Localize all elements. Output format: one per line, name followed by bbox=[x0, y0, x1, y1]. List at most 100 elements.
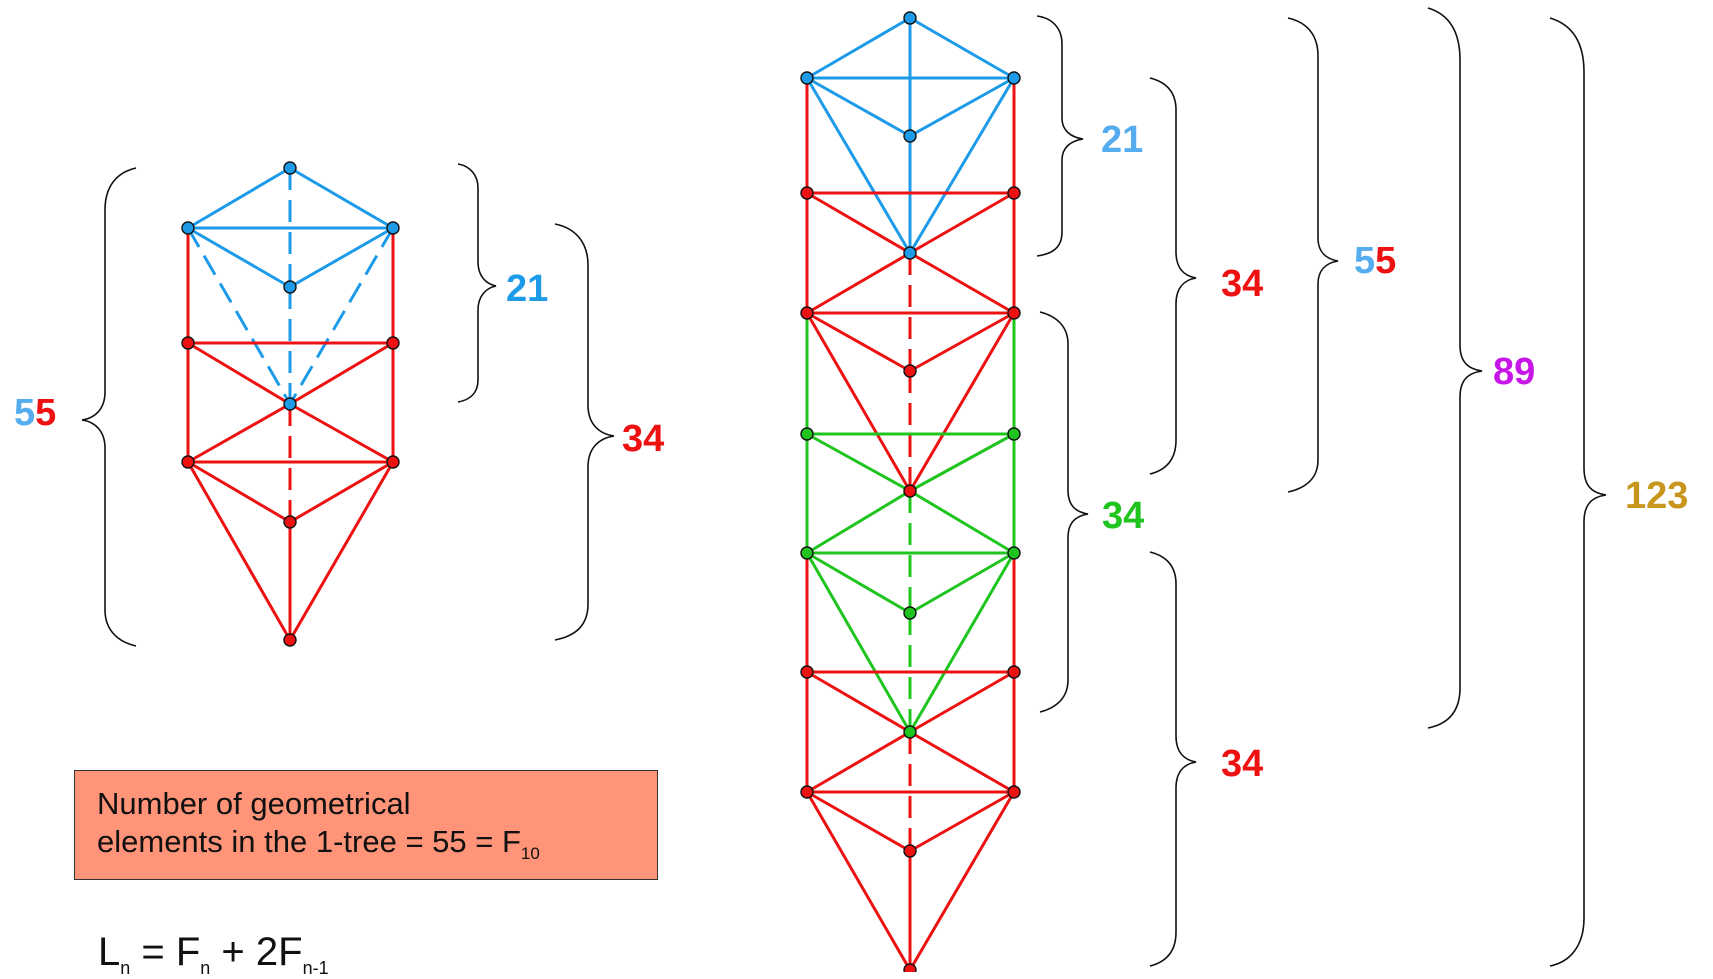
tree-edge bbox=[909, 311, 1015, 373]
tree-edge bbox=[908, 552, 1016, 733]
tree-edge bbox=[289, 166, 394, 230]
braces bbox=[81, 7, 1607, 967]
right-node bbox=[903, 844, 917, 858]
formula-part3: + 2F bbox=[210, 930, 303, 974]
right-node bbox=[800, 71, 814, 85]
tree-edge bbox=[806, 489, 911, 555]
right-node bbox=[1007, 785, 1021, 799]
tree-edge bbox=[806, 16, 911, 80]
left-node bbox=[181, 336, 195, 350]
left-node bbox=[386, 336, 400, 350]
info-box-line1: Number of geometrical bbox=[97, 786, 411, 821]
brace-left-55 bbox=[81, 167, 137, 647]
tree-edge bbox=[806, 311, 911, 373]
brace-right-123 bbox=[1549, 17, 1607, 967]
right-node bbox=[800, 785, 814, 799]
formula: Ln = Fn + 2Fn-1 bbox=[98, 930, 329, 979]
tree-edge bbox=[289, 226, 394, 289]
brace-right-34-upper bbox=[1149, 77, 1197, 475]
tree-edge bbox=[909, 16, 1015, 80]
tree-edge bbox=[806, 670, 911, 734]
tree-edge bbox=[806, 551, 911, 615]
formula-part2: = F bbox=[130, 930, 201, 974]
brace-right-89 bbox=[1427, 7, 1483, 729]
right-node bbox=[1007, 665, 1021, 679]
label-right-34-lower: 34 bbox=[1221, 743, 1263, 785]
right-node bbox=[903, 963, 917, 972]
label-left-55-red-digit: 5 bbox=[35, 392, 56, 434]
brace-right-34-lower bbox=[1149, 551, 1197, 967]
label-right-55: 55 bbox=[1354, 240, 1396, 282]
right-node bbox=[903, 364, 917, 378]
left-node bbox=[283, 515, 297, 529]
left-node bbox=[283, 280, 297, 294]
formula-sub3: n-1 bbox=[302, 958, 329, 978]
formula-part1: L bbox=[98, 930, 121, 974]
brace-right-55 bbox=[1287, 17, 1339, 493]
tree-edge bbox=[908, 312, 1016, 492]
tree-edge bbox=[186, 461, 292, 641]
brace-left-34 bbox=[554, 223, 615, 641]
tree-edge bbox=[186, 227, 292, 405]
tree-edge bbox=[187, 166, 291, 230]
tree-edge bbox=[187, 460, 291, 524]
right-node bbox=[800, 546, 814, 560]
right-node bbox=[1007, 71, 1021, 85]
info-box-line2-subscript: 10 bbox=[520, 844, 540, 864]
left-node bbox=[181, 221, 195, 235]
right-node bbox=[1007, 186, 1021, 200]
brace-right-34-middle bbox=[1039, 311, 1089, 713]
right-node bbox=[1007, 306, 1021, 320]
right-node bbox=[903, 246, 917, 260]
label-left-21: 21 bbox=[506, 268, 548, 310]
tree-edges bbox=[186, 16, 1016, 971]
info-box-line2: elements in the 1-tree = 55 = F10 bbox=[97, 823, 635, 873]
label-right-34-upper: 34 bbox=[1221, 263, 1263, 305]
label-left-55-blue-digit: 5 bbox=[14, 392, 35, 434]
formula-sub1: n bbox=[120, 958, 131, 978]
tree-edge bbox=[806, 432, 911, 493]
right-node bbox=[903, 484, 917, 498]
right-node bbox=[800, 427, 814, 441]
tree-edge bbox=[908, 77, 1016, 254]
left-node bbox=[386, 455, 400, 469]
right-node bbox=[903, 606, 917, 620]
tree-edge bbox=[187, 341, 291, 406]
left-node bbox=[386, 221, 400, 235]
tree-edge bbox=[909, 489, 1015, 555]
tree-edge bbox=[805, 791, 912, 971]
tree-edge bbox=[909, 670, 1015, 734]
label-right-89: 89 bbox=[1493, 351, 1535, 393]
tree-edge bbox=[288, 227, 395, 405]
left-node-bottom bbox=[283, 633, 297, 647]
tree-edge bbox=[288, 461, 395, 641]
tree-edge bbox=[909, 432, 1015, 493]
tree-edge bbox=[806, 191, 911, 255]
right-node bbox=[1007, 546, 1021, 560]
tree-edge bbox=[806, 790, 911, 853]
brace-left-21 bbox=[457, 163, 497, 403]
tree-edge bbox=[289, 460, 394, 524]
label-right-55-blue-digit: 5 bbox=[1354, 240, 1375, 282]
right-node bbox=[800, 665, 814, 679]
left-node bbox=[181, 455, 195, 469]
left-node-top bbox=[283, 161, 297, 175]
formula-sub2: n bbox=[200, 958, 211, 978]
right-node bbox=[903, 129, 917, 143]
tree-edge bbox=[289, 341, 394, 406]
right-node bbox=[1007, 427, 1021, 441]
label-right-34-middle: 34 bbox=[1102, 495, 1144, 537]
tree-edge bbox=[806, 730, 911, 794]
tree-nodes bbox=[181, 11, 1021, 972]
info-box: Number of geometrical elements in the 1-… bbox=[74, 770, 658, 880]
tree-edge bbox=[805, 77, 912, 254]
tree-edge bbox=[909, 551, 1015, 615]
tree-edge bbox=[805, 552, 912, 733]
info-box-line2-text: elements in the 1-tree = 55 = F bbox=[97, 824, 521, 859]
tree-edge bbox=[187, 226, 291, 289]
left-node bbox=[283, 397, 297, 411]
brace-right-21 bbox=[1036, 15, 1084, 257]
right-node bbox=[800, 306, 814, 320]
label-right-55-red-digit: 5 bbox=[1375, 240, 1396, 282]
